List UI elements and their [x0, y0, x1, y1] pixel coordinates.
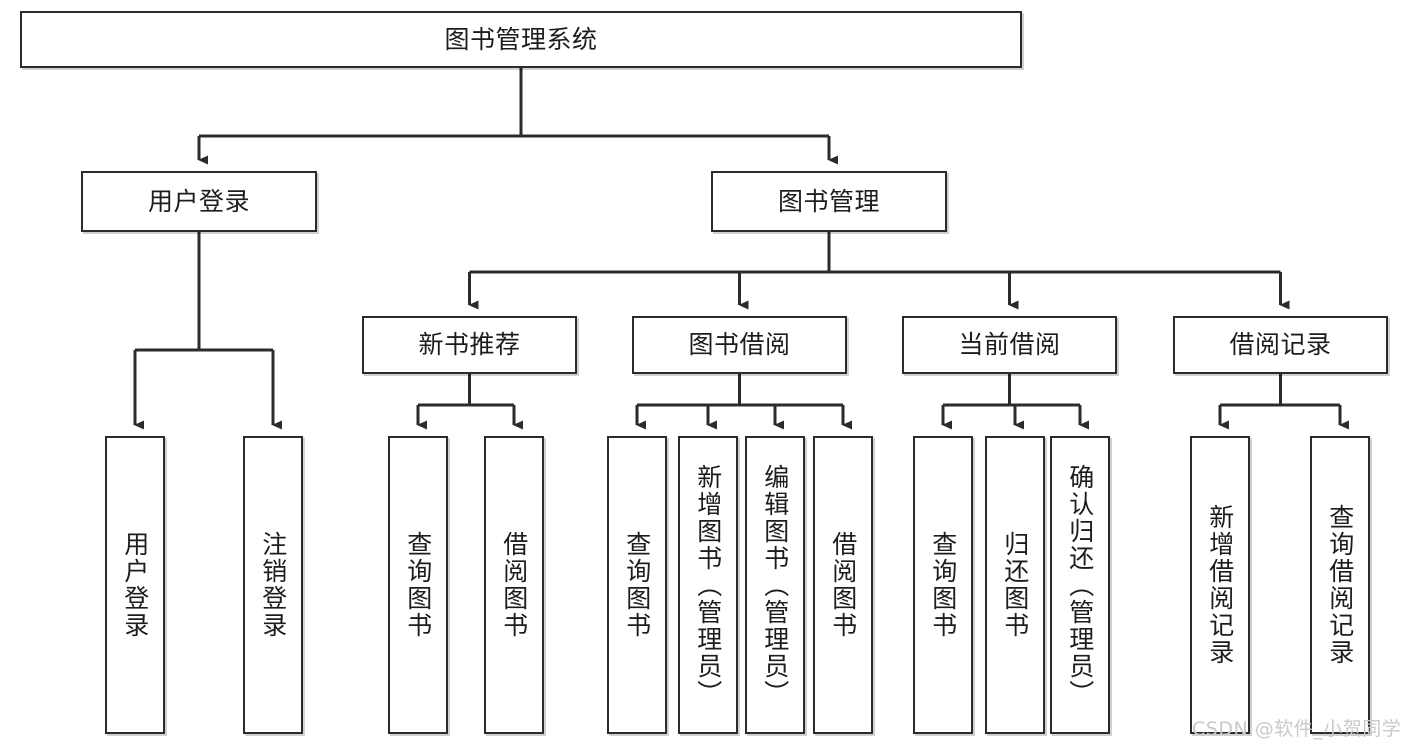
leaf-borrow-edit-book[interactable]: 编辑图书（管理员） [745, 436, 805, 734]
node-label: 确认归还（管理员） [1065, 463, 1095, 707]
leaf-new-query-book[interactable]: 查询图书 [388, 436, 448, 734]
node-label: 查询图书 [622, 531, 652, 639]
node-user-login-module[interactable]: 用户登录 [81, 171, 317, 232]
leaf-current-query-book[interactable]: 查询图书 [913, 436, 973, 734]
node-label: 查询借阅记录 [1325, 504, 1355, 666]
node-label: 图书借阅 [688, 330, 791, 360]
node-label: 借阅图书 [499, 531, 529, 639]
node-label: 编辑图书（管理员） [760, 463, 790, 707]
watermark: CSDN @软件_小贺同学 [1192, 718, 1402, 740]
leaf-user-logout[interactable]: 注销登录 [243, 436, 303, 734]
node-label: 借阅图书 [828, 531, 858, 639]
node-label: 图书管理 [777, 186, 880, 216]
node-current-borrow[interactable]: 当前借阅 [902, 316, 1117, 374]
node-label: 新增借阅记录 [1205, 504, 1235, 666]
leaf-new-borrow-book[interactable]: 借阅图书 [484, 436, 544, 734]
node-label: 归还图书 [1000, 531, 1030, 639]
node-new-book-recommend[interactable]: 新书推荐 [362, 316, 577, 374]
node-book-management-module[interactable]: 图书管理 [711, 171, 947, 232]
leaf-user-login[interactable]: 用户登录 [105, 436, 165, 734]
node-label: 用户登录 [120, 531, 150, 639]
node-root-label: 图书管理系统 [444, 24, 598, 54]
node-label: 新增图书（管理员） [693, 463, 723, 707]
node-book-borrow[interactable]: 图书借阅 [632, 316, 847, 374]
node-label: 借阅记录 [1229, 330, 1332, 360]
node-label: 新书推荐 [418, 330, 521, 360]
leaf-current-return-book[interactable]: 归还图书 [985, 436, 1045, 734]
node-label: 查询图书 [928, 531, 958, 639]
node-borrow-record[interactable]: 借阅记录 [1173, 316, 1388, 374]
node-root[interactable]: 图书管理系统 [20, 11, 1022, 68]
node-label: 用户登录 [147, 186, 250, 216]
node-label: 当前借阅 [958, 330, 1061, 360]
node-label: 查询图书 [403, 531, 433, 639]
leaf-record-query[interactable]: 查询借阅记录 [1310, 436, 1370, 734]
node-label: 注销登录 [258, 531, 288, 639]
leaf-borrow-query-book[interactable]: 查询图书 [607, 436, 667, 734]
leaf-record-add[interactable]: 新增借阅记录 [1190, 436, 1250, 734]
leaf-current-confirm-return[interactable]: 确认归还（管理员） [1050, 436, 1110, 734]
leaf-borrow-borrow-book[interactable]: 借阅图书 [813, 436, 873, 734]
leaf-borrow-add-book[interactable]: 新增图书（管理员） [678, 436, 738, 734]
